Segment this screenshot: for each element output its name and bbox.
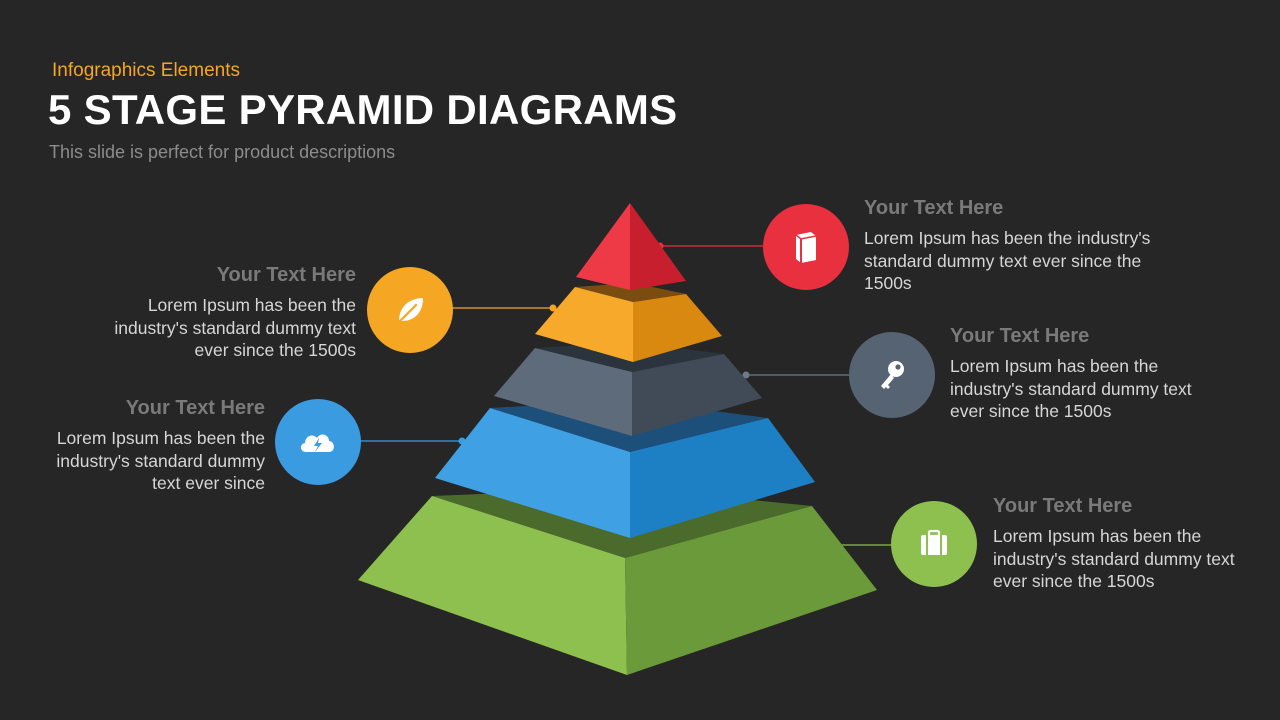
briefcase-icon bbox=[921, 529, 947, 555]
connectors bbox=[360, 242, 893, 549]
pyramid-stage-1 bbox=[576, 203, 686, 290]
stage-4-body: Lorem Ipsum has been the industry's stan… bbox=[56, 428, 265, 493]
stage-4-heading: Your Text Here bbox=[125, 397, 265, 419]
leaf-icon bbox=[395, 298, 423, 326]
page-subtitle: This slide is perfect for product descri… bbox=[49, 142, 396, 162]
pyramid-stage-2 bbox=[535, 283, 722, 362]
stage-1-icon-circle bbox=[763, 204, 849, 290]
eyebrow-label: Infographics Elements bbox=[52, 60, 240, 81]
book-icon bbox=[795, 232, 817, 263]
stage-2-heading: Your Text Here bbox=[216, 264, 356, 286]
stage-4-icon-circle bbox=[275, 399, 361, 485]
connector-dot-stage-2 bbox=[549, 304, 557, 312]
stage-5-icon-circle bbox=[891, 501, 977, 587]
stage-5-callout: Your Text Here Lorem Ipsum has been the … bbox=[993, 495, 1263, 593]
stage-3-callout: Your Text Here Lorem Ipsum has been the … bbox=[950, 325, 1220, 423]
stage-4-callout: Your Text Here Lorem Ipsum has been the … bbox=[55, 397, 265, 495]
stage-2-callout: Your Text Here Lorem Ipsum has been the … bbox=[86, 264, 356, 362]
stage-3-heading: Your Text Here bbox=[950, 325, 1090, 347]
stage-1-callout: Your Text Here Lorem Ipsum has been the … bbox=[864, 197, 1150, 295]
cloud-lightning-icon bbox=[300, 434, 334, 452]
connector-dot-stage-3 bbox=[742, 371, 750, 379]
stage-1-body: Lorem Ipsum has been the industry's stan… bbox=[864, 228, 1151, 293]
stage-3-icon-circle bbox=[849, 332, 935, 418]
stage-2-icon-circle bbox=[367, 267, 453, 353]
stage-2-body: Lorem Ipsum has been the industry's stan… bbox=[114, 295, 356, 360]
stage-1-heading: Your Text Here bbox=[864, 197, 1004, 219]
key-icon bbox=[881, 361, 904, 389]
page-title: 5 STAGE PYRAMID DIAGRAMS bbox=[48, 86, 678, 133]
stage-5-heading: Your Text Here bbox=[993, 495, 1133, 517]
stage-5-body: Lorem Ipsum has been the industry's stan… bbox=[993, 526, 1235, 591]
stage-3-body: Lorem Ipsum has been the industry's stan… bbox=[950, 356, 1192, 421]
